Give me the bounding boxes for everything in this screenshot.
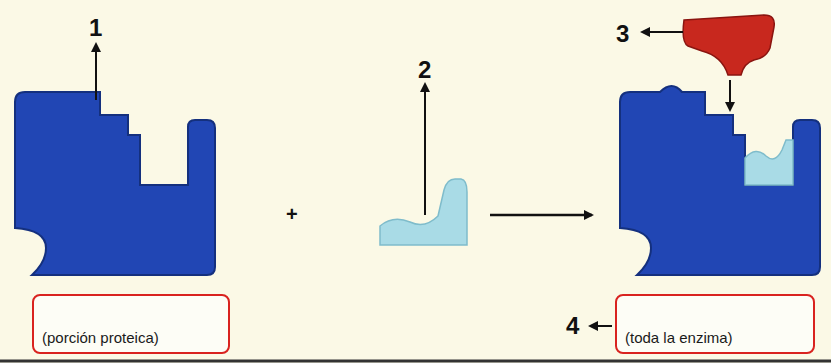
callout-number: 1: [89, 16, 102, 40]
plus-sign: +: [286, 204, 298, 224]
reaction-arrow: [490, 214, 592, 217]
label-box: (porción proteica): [32, 294, 230, 354]
cofactor-shape: [380, 179, 467, 245]
binding-arrow: [729, 80, 731, 110]
leader-line: [642, 31, 683, 33]
label-box: (toda la enzima): [615, 294, 815, 354]
callout-number: 4: [566, 314, 579, 338]
substrate-shape: [683, 15, 774, 75]
leader-line: [95, 44, 97, 100]
callout-number: 3: [616, 22, 629, 46]
box-text: (toda la enzima): [625, 329, 733, 346]
bound-cofactor-shape: [745, 140, 793, 185]
callout-number: 2: [418, 58, 431, 82]
box-text: (porción proteica): [42, 329, 159, 346]
holoenzyme-shape: [620, 86, 820, 275]
apoenzyme-shape: [15, 92, 215, 275]
bottom-rule: [0, 360, 831, 363]
leader-line: [590, 325, 612, 327]
leader-line: [424, 84, 426, 215]
